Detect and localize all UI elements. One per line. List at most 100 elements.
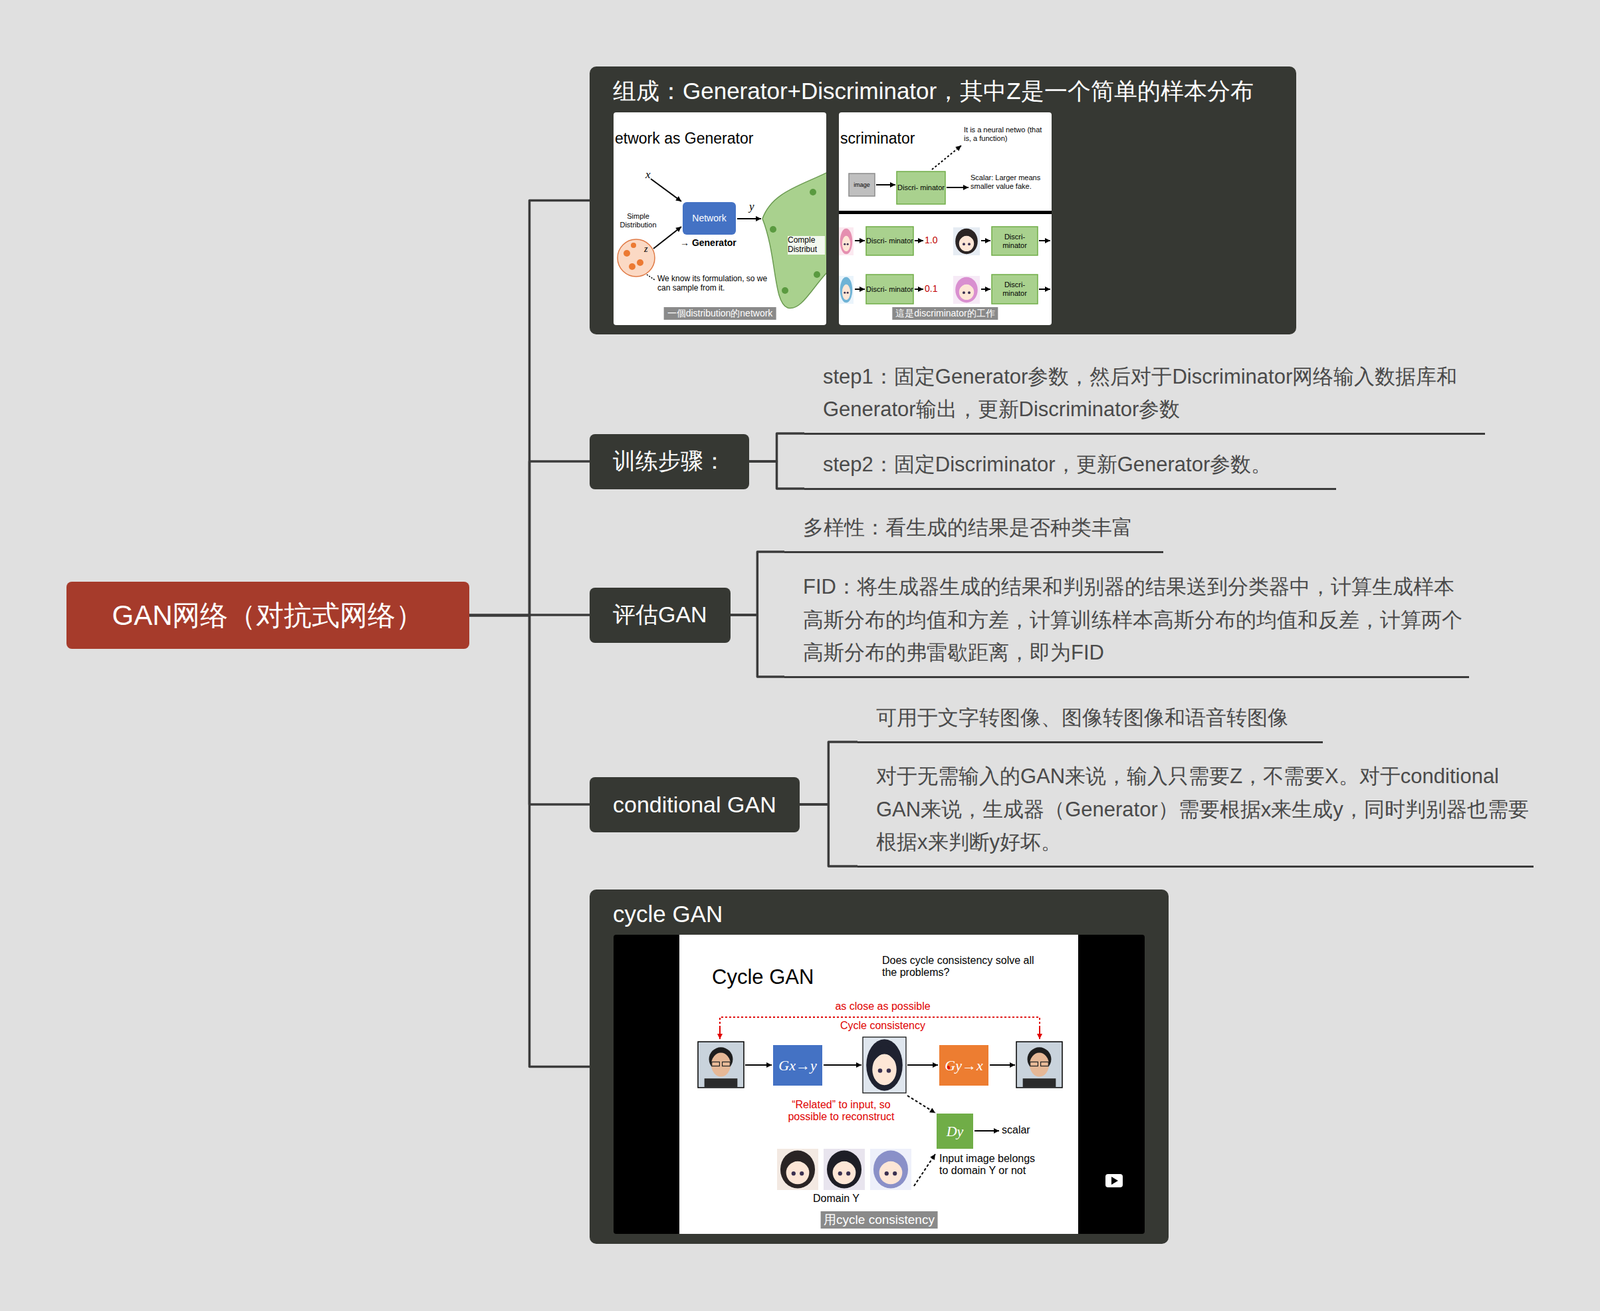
arrow-head (675, 226, 682, 232)
anime-eye (962, 242, 966, 246)
anime-hair (840, 228, 853, 255)
anime-picture (953, 275, 980, 304)
anime-picture (777, 1148, 819, 1190)
play-icon (1105, 1173, 1123, 1188)
node-text: conditional GAN (612, 791, 777, 818)
arrow-head (917, 286, 924, 292)
root-topic: GAN网络（对抗式网络） (66, 581, 470, 649)
generator-box-label: Gy→x (939, 1044, 989, 1086)
anime-eye (843, 243, 846, 246)
arrow-head (766, 1062, 772, 1068)
photo-glasses (711, 1061, 720, 1066)
score-value: 1.0 (924, 234, 938, 246)
note-text: Input image belongs to domain Y or not (939, 1152, 1039, 1178)
simple-distribution (617, 239, 655, 277)
anime-eye (838, 1171, 843, 1176)
image-caption: 這是discriminator的工作 (892, 307, 998, 321)
topic-panel: 一個distribution的networketwork as Generato… (589, 66, 1297, 335)
arrow-head (932, 1062, 938, 1068)
sample-dot (769, 226, 777, 233)
anime-bangs (871, 1045, 898, 1065)
node-text: GAN网络（对抗式网络） (111, 596, 424, 635)
anime-eye (846, 243, 849, 246)
arrow-head (985, 237, 991, 244)
node-text: step2：固定Discriminator，更新Generator参数。 (822, 448, 1333, 482)
image-box-label: image (848, 173, 875, 197)
anime-bangs (831, 1155, 857, 1170)
output-label: scalar (1001, 1124, 1031, 1137)
arrow-head (1044, 286, 1051, 292)
illustration: 用cycle consistencyCycle GANDoes cycle co… (613, 934, 1145, 1234)
sample-dot (813, 271, 821, 278)
arrow-head (929, 1107, 936, 1113)
sample-dot (636, 259, 644, 266)
arrow-line (650, 178, 682, 202)
anime-eye (846, 291, 849, 294)
photo-shirt (1023, 1078, 1057, 1087)
illustration: 一個distribution的networketwork as Generato… (613, 112, 827, 326)
node-text: 可用于文字转图像、图像转图像和语音转图像 (876, 701, 1319, 735)
node-text: FID：将生成器生成的结果和判别器的结果送到分类器中，计算生成样本高斯分布的均值… (802, 570, 1466, 670)
branch-connector (730, 551, 785, 615)
distribution-label: Comple Distribut (787, 235, 825, 255)
arrow-line (931, 145, 962, 170)
generator-box-label: Gx→y (773, 1044, 823, 1086)
photo-face (1029, 1052, 1049, 1077)
network-box-label: Network (682, 202, 736, 235)
anime-eye (967, 242, 971, 246)
generator-box (773, 1044, 823, 1086)
arrow-head (929, 1153, 936, 1160)
arrow-head (963, 184, 969, 191)
branch-connector (730, 614, 785, 677)
node-text: 对于无需输入的GAN来说，输入只需要Z，不需要X。对于conditional G… (876, 759, 1530, 859)
anime-eye (878, 1068, 883, 1073)
photo-frame (862, 1036, 907, 1093)
anime-bangs (841, 280, 851, 290)
sample-dot (630, 242, 637, 248)
discriminator-box-label: Dy (936, 1113, 974, 1149)
discriminator-box (866, 274, 914, 304)
discriminator-box-label: Discri- minator (991, 226, 1038, 256)
node-text: 训练步骤： (612, 446, 726, 477)
branch-topic: 评估GAN (589, 587, 731, 643)
photo-frame (1016, 1041, 1063, 1088)
leaf-note: 可用于文字转图像、图像转图像和语音转图像 (857, 698, 1323, 744)
node-text: 评估GAN (612, 599, 708, 631)
anime-picture (862, 1036, 907, 1093)
play-icon (1111, 1176, 1119, 1185)
arrow-head (890, 182, 896, 188)
arrow-line (653, 226, 682, 249)
distribution-label: Simple Distribution (614, 212, 662, 229)
panel-title: 组成：Generator+Discriminator，其中Z是一个简单的样本分布 (612, 75, 1273, 107)
note-text: “Related” to input, so possible to recon… (776, 1098, 907, 1124)
arrow-head (917, 237, 924, 244)
discriminator-box-label: Discri- minator (991, 274, 1038, 304)
leader-line (646, 274, 655, 280)
arrow-head (717, 1033, 723, 1039)
illustration: 這是discriminator的工作scriminatorIt is a neu… (838, 112, 1052, 326)
arrow-head (1009, 1062, 1016, 1068)
complex-distribution (762, 172, 827, 309)
anime-bangs (878, 1155, 903, 1170)
leaf-note: step1：固定Generator参数，然后对于Discriminator网络输… (804, 357, 1486, 435)
anime-bangs (785, 1155, 810, 1170)
leaf-note: step2：固定Discriminator，更新Generator参数。 (804, 445, 1337, 490)
photo-glasses (722, 1061, 731, 1066)
leaf-note: 多样性：看生成的结果是否种类丰富 (784, 508, 1164, 554)
photo-face (711, 1052, 731, 1077)
anime-picture (953, 227, 980, 256)
arrow-head (856, 1062, 862, 1068)
arrow-head (859, 286, 865, 292)
separator-bar (838, 210, 1052, 215)
slide-title: Cycle GAN (711, 965, 814, 990)
note-text: We know its formulation, so we can sampl… (657, 274, 772, 294)
photo-shirt (704, 1078, 738, 1087)
node-text: step1：固定Generator参数，然后对于Discriminator网络输… (822, 360, 1482, 427)
image-caption: 一個distribution的network (664, 307, 777, 321)
anime-picture (838, 275, 854, 304)
variable-name: z (644, 243, 648, 255)
anime-picture (823, 1148, 865, 1190)
anime-hair (866, 1038, 903, 1091)
sample-dot (623, 249, 631, 257)
anime-eye (962, 291, 966, 294)
